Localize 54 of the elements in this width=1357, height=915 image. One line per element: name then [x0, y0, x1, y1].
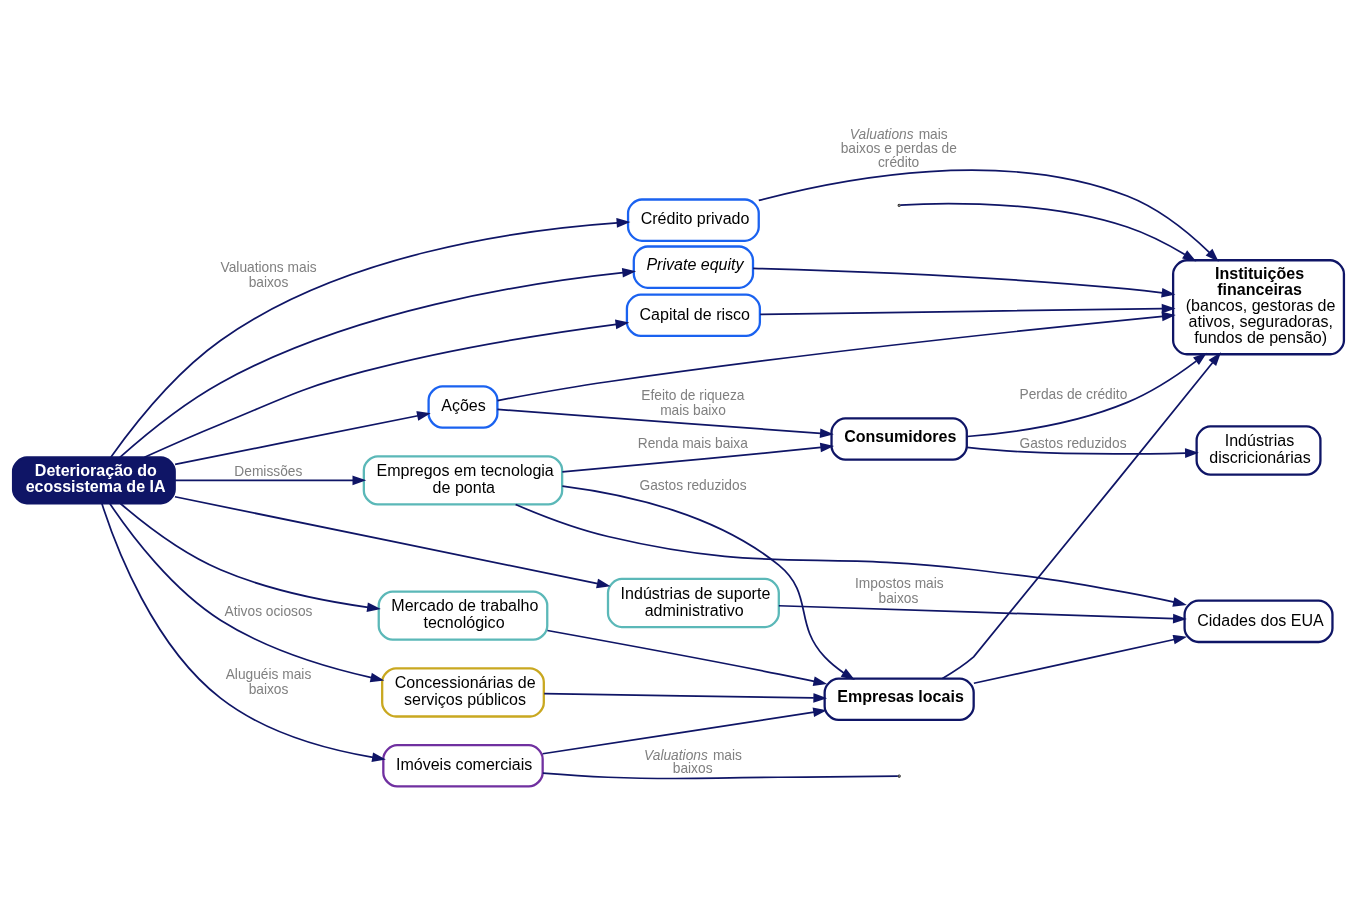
arrow — [759, 303, 1176, 315]
connector — [542, 771, 899, 780]
arrow — [966, 352, 1207, 437]
edge-label: Aluguéis mais baixos — [225, 666, 312, 697]
arrow — [174, 475, 367, 485]
edge-label: Impostos mais baixos — [855, 575, 944, 606]
edge-label: Renda mais baixa — [637, 435, 748, 451]
node-box: Concessionárias de serviços públicos — [381, 666, 545, 718]
node-box: Mercado de trabalho tecnológico — [377, 589, 549, 641]
arrow — [899, 202, 1197, 262]
node-box: Empresas locais — [823, 677, 975, 721]
arrow — [941, 351, 1222, 679]
arrow — [119, 267, 637, 458]
arrow — [752, 267, 1176, 298]
arrow — [561, 484, 855, 680]
node-box: Instituições financeiras (bancos, gestoras de ativos, seguradoras, fundos de pensão) — [1172, 258, 1346, 355]
edge-label: Valuations mais baixos — [644, 747, 742, 776]
arrow — [174, 495, 611, 588]
node-box: Deterioração do ecossistema de IA — [11, 455, 176, 504]
edge-label: Perdas de crédito — [1019, 386, 1128, 402]
edge-label: Efeito de riqueza mais baixo — [641, 387, 745, 418]
edge-label: Valuations mais baixos e perdas de crédito — [840, 126, 957, 170]
arrow — [966, 446, 1199, 458]
node-box: Indústrias de suporte administrativo — [606, 577, 780, 628]
node-box: Capital de risco — [625, 293, 762, 337]
arrow — [109, 217, 631, 458]
edge-label: Ativos ociosos — [224, 603, 313, 619]
edge-label: Gastos reduzidos — [1019, 435, 1127, 451]
arrow — [109, 502, 385, 682]
arrow — [973, 634, 1188, 684]
node-box: Ações — [427, 384, 499, 429]
node-box: Consumidores — [830, 416, 968, 461]
arrow — [496, 311, 1176, 401]
arrow — [546, 629, 828, 686]
arrow — [100, 502, 386, 762]
arrow — [757, 168, 1219, 262]
arrow — [496, 408, 834, 438]
node-box: Indústrias discricionárias — [1195, 424, 1322, 476]
arrow — [541, 707, 827, 755]
arrow — [119, 502, 381, 612]
arrow — [777, 604, 1187, 623]
node-box: Crédito privado — [626, 197, 760, 242]
arrow — [514, 503, 1187, 607]
edge-label: Demissões — [234, 463, 303, 479]
arrow — [561, 442, 835, 473]
arrow — [543, 692, 828, 703]
edge-label: Gastos reduzidos — [639, 477, 747, 493]
arrow — [143, 319, 630, 458]
node-box: Empregos em tecnologia de ponta — [362, 454, 564, 506]
node-box: Cidades dos EUA — [1183, 599, 1334, 643]
node-box: Private equity — [632, 244, 755, 289]
edge-label: Valuations mais baixos — [220, 259, 317, 290]
arrow — [174, 410, 431, 465]
node-box: Imóveis comerciais — [382, 743, 544, 788]
